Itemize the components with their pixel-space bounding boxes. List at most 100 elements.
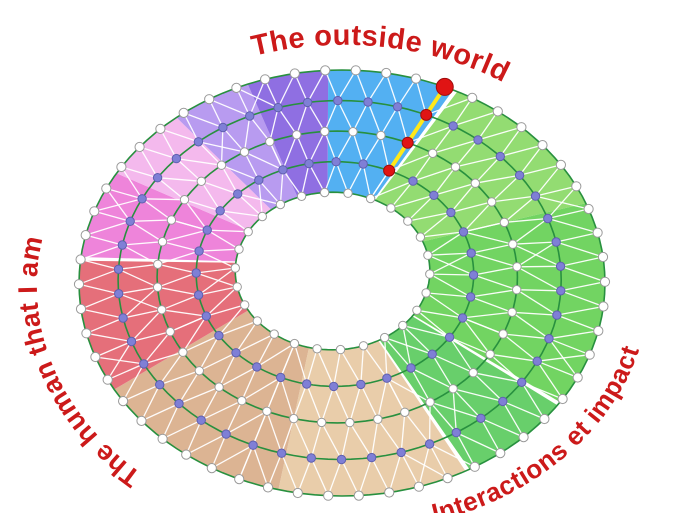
node[interactable]: [75, 254, 86, 265]
node[interactable]: [450, 162, 461, 172]
node[interactable]: [498, 329, 508, 339]
node[interactable]: [73, 279, 85, 290]
node[interactable]: [380, 332, 390, 343]
highlight-path[interactable]: [387, 84, 447, 173]
node[interactable]: [597, 251, 609, 263]
node[interactable]: [373, 414, 383, 424]
node[interactable]: [444, 332, 455, 342]
node[interactable]: [425, 397, 435, 407]
node[interactable]: [413, 481, 424, 492]
node[interactable]: [423, 250, 433, 260]
node[interactable]: [178, 107, 189, 119]
node[interactable]: [410, 73, 422, 84]
node[interactable]: [89, 206, 100, 217]
node[interactable]: [556, 286, 566, 296]
highlight-node[interactable]: [420, 108, 433, 121]
node[interactable]: [254, 175, 264, 185]
node[interactable]: [365, 193, 376, 204]
node[interactable]: [214, 330, 224, 341]
node[interactable]: [215, 206, 225, 216]
node[interactable]: [152, 282, 163, 292]
node[interactable]: [599, 276, 611, 287]
node[interactable]: [543, 213, 553, 224]
node[interactable]: [427, 349, 437, 359]
node[interactable]: [312, 344, 322, 354]
node[interactable]: [278, 165, 288, 175]
node[interactable]: [358, 341, 369, 351]
node[interactable]: [126, 336, 137, 347]
node[interactable]: [448, 121, 458, 131]
node[interactable]: [485, 349, 495, 359]
node[interactable]: [276, 448, 287, 458]
node[interactable]: [572, 372, 583, 383]
node[interactable]: [468, 368, 478, 378]
node[interactable]: [400, 407, 410, 417]
node[interactable]: [592, 227, 603, 238]
node[interactable]: [102, 374, 113, 385]
node[interactable]: [157, 433, 168, 444]
node[interactable]: [457, 313, 468, 323]
node[interactable]: [412, 305, 422, 315]
node[interactable]: [194, 366, 205, 376]
node[interactable]: [532, 356, 542, 366]
node[interactable]: [204, 94, 215, 105]
node[interactable]: [134, 141, 145, 153]
node[interactable]: [239, 147, 250, 157]
node[interactable]: [113, 264, 124, 274]
node[interactable]: [468, 270, 479, 280]
node[interactable]: [335, 344, 346, 355]
node[interactable]: [75, 303, 87, 315]
node[interactable]: [356, 379, 366, 390]
node[interactable]: [231, 348, 241, 358]
node[interactable]: [593, 325, 604, 336]
node[interactable]: [90, 351, 101, 363]
node[interactable]: [396, 447, 406, 458]
node[interactable]: [458, 227, 469, 237]
node[interactable]: [265, 137, 275, 147]
node[interactable]: [248, 440, 258, 450]
node[interactable]: [153, 259, 163, 269]
node[interactable]: [316, 417, 327, 428]
node[interactable]: [118, 396, 129, 407]
node[interactable]: [403, 216, 413, 226]
node[interactable]: [206, 463, 217, 474]
node[interactable]: [555, 159, 567, 170]
node[interactable]: [193, 137, 204, 147]
node[interactable]: [178, 347, 188, 357]
node[interactable]: [470, 178, 480, 188]
node[interactable]: [495, 448, 506, 459]
highlight-node-tip[interactable]: [435, 77, 454, 96]
node[interactable]: [429, 190, 439, 201]
node[interactable]: [262, 482, 274, 493]
node[interactable]: [174, 398, 184, 409]
node[interactable]: [469, 461, 480, 472]
node[interactable]: [289, 338, 300, 349]
node[interactable]: [136, 415, 147, 426]
node[interactable]: [425, 269, 435, 279]
node[interactable]: [320, 126, 330, 137]
node[interactable]: [216, 160, 227, 170]
node[interactable]: [320, 65, 331, 76]
node[interactable]: [275, 199, 286, 210]
node[interactable]: [598, 301, 609, 312]
node[interactable]: [408, 176, 418, 186]
node[interactable]: [466, 248, 476, 258]
node[interactable]: [292, 130, 302, 140]
node[interactable]: [214, 382, 224, 392]
node[interactable]: [245, 111, 255, 121]
node[interactable]: [492, 106, 503, 117]
node[interactable]: [80, 230, 91, 241]
highlight-node[interactable]: [383, 164, 396, 177]
highlight-node[interactable]: [401, 136, 414, 149]
node[interactable]: [171, 153, 182, 164]
node[interactable]: [232, 282, 242, 292]
node[interactable]: [231, 82, 242, 94]
node[interactable]: [382, 373, 392, 383]
node[interactable]: [508, 239, 518, 249]
node[interactable]: [240, 300, 250, 310]
node[interactable]: [289, 68, 300, 79]
node[interactable]: [552, 310, 562, 320]
node[interactable]: [196, 176, 207, 187]
node[interactable]: [415, 232, 426, 242]
node[interactable]: [137, 194, 147, 204]
